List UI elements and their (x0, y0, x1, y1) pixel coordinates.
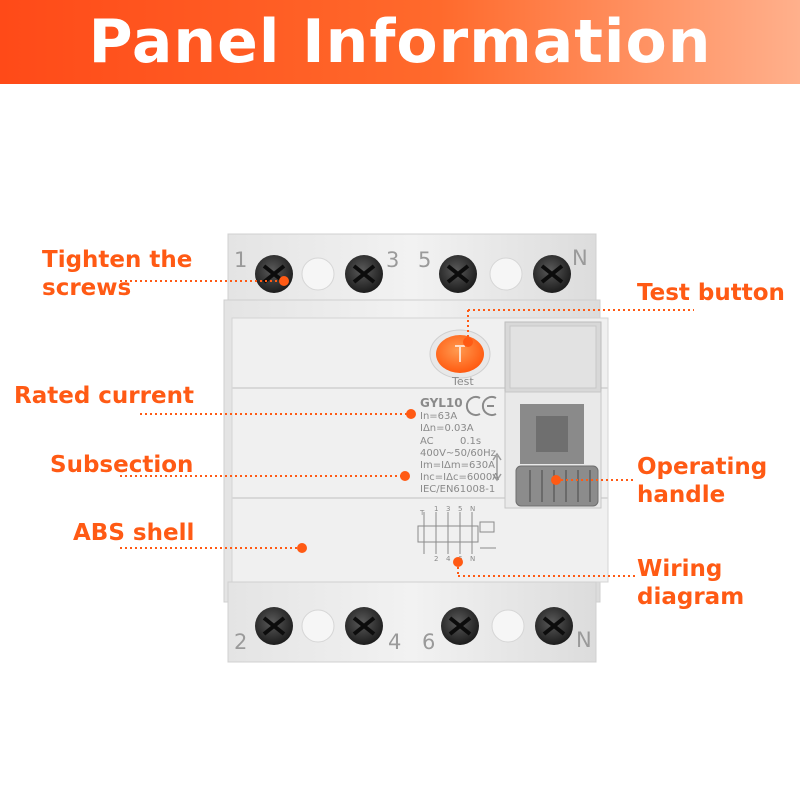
rated-current-value: In=63A (420, 411, 458, 422)
terminal-label-6: 6 (422, 630, 436, 654)
title-banner (0, 0, 800, 84)
page-title: Panel Information (88, 7, 712, 77)
test-button[interactable] (429, 329, 491, 379)
terminal-label-5: 5 (418, 248, 432, 272)
svg-text:N: N (470, 555, 475, 563)
terminal-label-n-top: N (572, 246, 588, 270)
terminal-label-1: 1 (234, 248, 248, 272)
ce-mark-icon (465, 396, 497, 416)
blank-hole-top-b (489, 257, 523, 291)
screw-top-1[interactable] (255, 255, 293, 293)
svg-text:4: 4 (446, 555, 451, 563)
terminal-label-3: 3 (386, 248, 400, 272)
screw-bottom-4[interactable] (345, 607, 383, 645)
svg-text:3: 3 (446, 505, 450, 513)
blank-hole-bottom-b (491, 609, 525, 643)
terminal-label-4: 4 (388, 630, 402, 654)
model-label: GYL10 (420, 396, 463, 410)
svg-text:T: T (419, 509, 425, 517)
short-circuit-value: Inc=IΔc=6000A (420, 472, 500, 483)
standard-value: IEC/EN61008-1 (420, 484, 496, 495)
callout-tighten-screws: Tighten the screws (42, 247, 193, 301)
svg-text:1: 1 (434, 505, 438, 513)
operating-handle[interactable] (515, 404, 599, 507)
screw-bottom-6[interactable] (441, 607, 479, 645)
callout-rated-current: Rated current (14, 383, 194, 409)
making-capacity-value: Im=IΔm=630A (420, 460, 495, 471)
svg-text:5: 5 (458, 505, 462, 513)
terminal-label-n-bottom: N (576, 628, 592, 652)
svg-text:2: 2 (434, 555, 438, 563)
terminal-label-2: 2 (234, 630, 248, 654)
on-off-arrows-icon (492, 452, 502, 482)
voltage-value: 400V~50/60Hz (420, 448, 496, 459)
test-label: Test (452, 375, 474, 388)
screw-top-3[interactable] (345, 255, 383, 293)
residual-current-value: IΔn=0.03A (420, 423, 474, 434)
screw-top-5[interactable] (439, 255, 477, 293)
callout-abs-shell: ABS shell (73, 520, 195, 546)
screw-bottom-2[interactable] (255, 607, 293, 645)
blank-hole-top-a (301, 257, 335, 291)
callout-subsection: Subsection (50, 452, 194, 478)
callout-operating-handle: Operating handle (637, 454, 768, 508)
callout-wiring-diagram: Wiring diagram (637, 556, 745, 610)
callout-test-button: Test button (637, 280, 785, 306)
screw-top-n[interactable] (533, 255, 571, 293)
svg-text:N: N (470, 505, 475, 513)
trip-time-value: 0.1s (460, 436, 482, 447)
blank-hole-bottom-a (301, 609, 335, 643)
type-value: AC (420, 436, 434, 447)
screw-bottom-n[interactable] (535, 607, 573, 645)
